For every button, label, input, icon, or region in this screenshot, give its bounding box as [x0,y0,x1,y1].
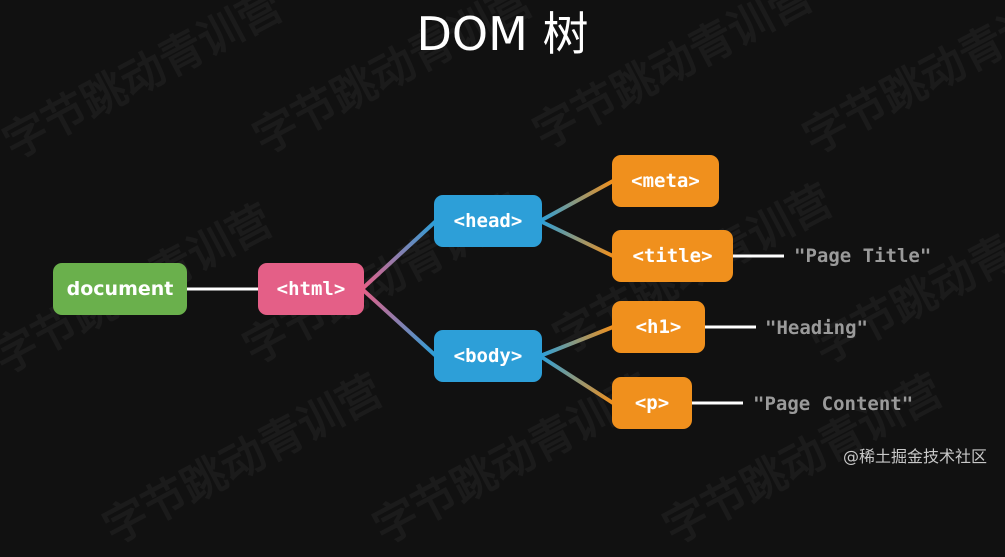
node-body: <body> [434,330,542,382]
edge-head-title [539,219,614,258]
node-document: document [53,263,187,315]
tree-connectors [187,179,784,405]
text-node-content: "Page Content" [753,393,914,415]
node-title: <title> [612,230,733,282]
edge-body-p [538,354,615,405]
text-node-title: "Page Title" [794,245,932,267]
node-p: <p> [612,377,692,429]
edge-html-body [360,287,438,358]
node-head: <head> [434,195,542,247]
node-meta: <meta> [612,155,719,207]
source-credit: @稀土掘金技术社区 [842,447,987,466]
node-h1: <h1> [612,301,705,353]
node-html: <html> [258,263,364,315]
page-title: DOM 树 [416,7,589,61]
edge-head-meta [539,179,614,223]
text-node-heading: "Heading" [765,317,868,339]
edge-html-head [360,219,438,291]
edge-body-h1 [539,325,614,358]
